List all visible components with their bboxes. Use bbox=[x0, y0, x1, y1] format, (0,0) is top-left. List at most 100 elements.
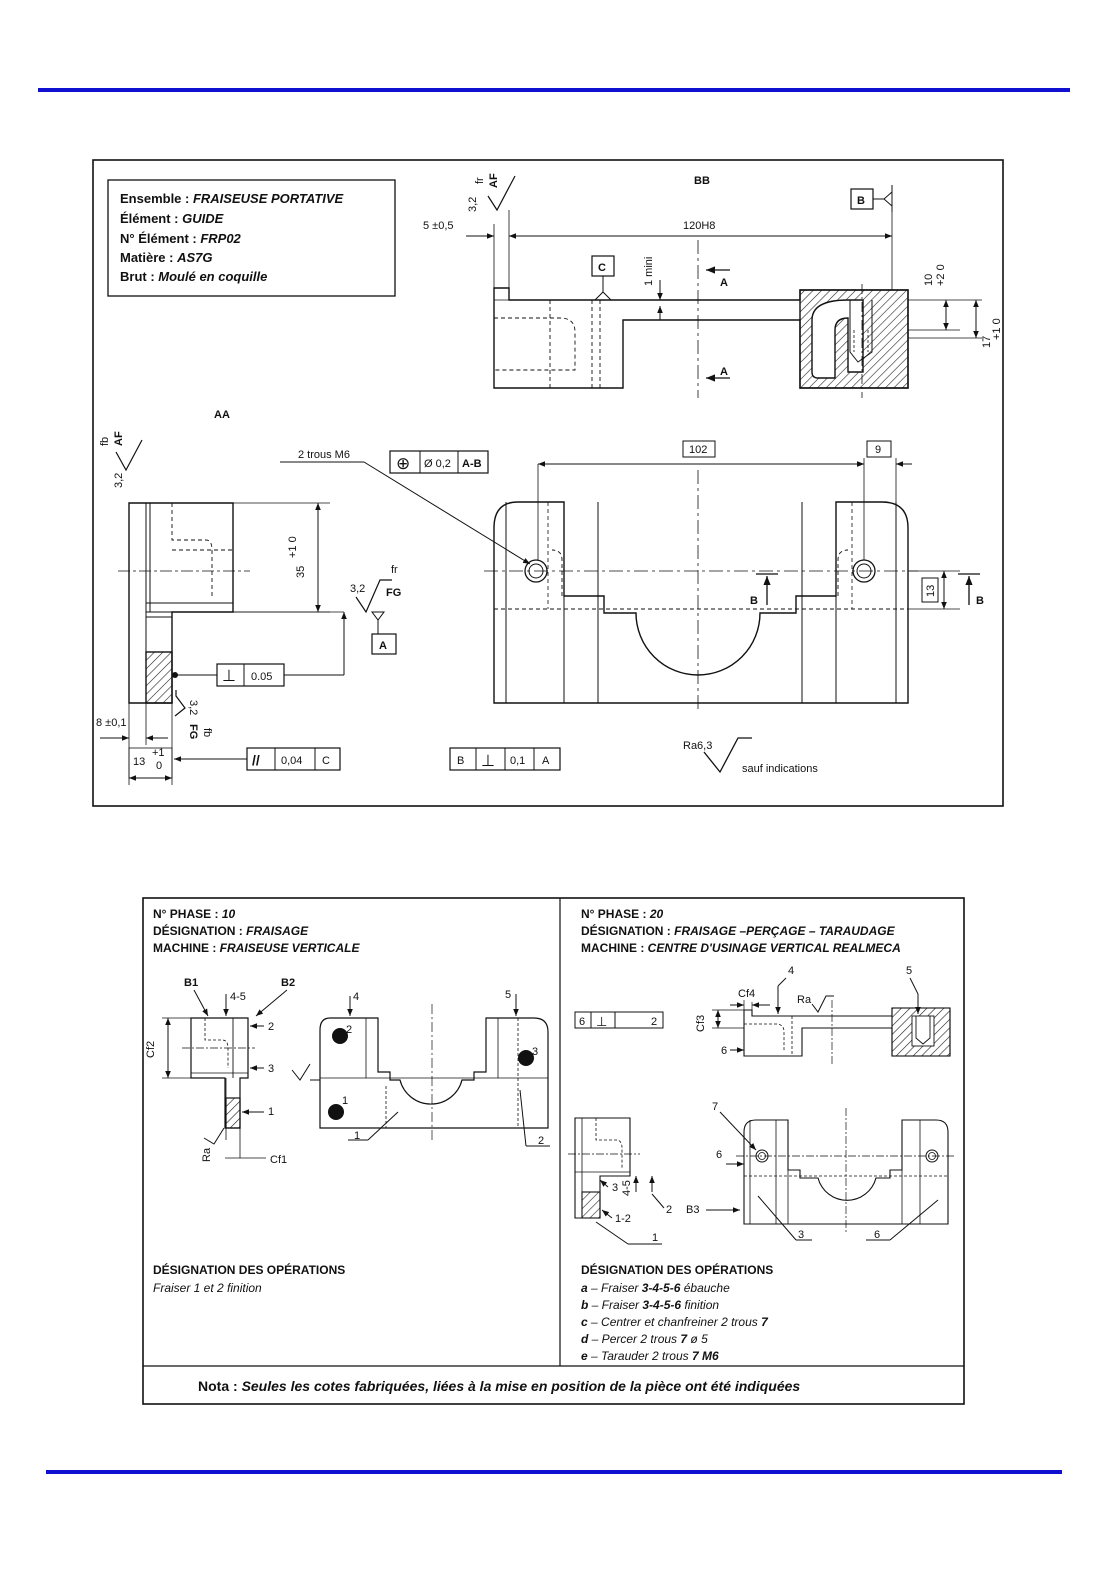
dim-1-mini: 1 mini bbox=[643, 257, 663, 320]
numero-value: FRP02 bbox=[200, 231, 241, 246]
datum-a: A bbox=[371, 611, 397, 655]
svg-text:d – Percer 2 trous 7 ø 5: d – Percer 2 trous 7 ø 5 bbox=[581, 1332, 708, 1346]
svg-text:1: 1 bbox=[652, 1232, 658, 1244]
bottom-blue-rule bbox=[46, 1470, 1062, 1474]
svg-text:4: 4 bbox=[788, 965, 794, 977]
dim-35: 35 +1 0 bbox=[233, 502, 330, 613]
view-aa-part bbox=[128, 502, 234, 704]
svg-text:4-5: 4-5 bbox=[621, 1180, 633, 1196]
title-block: Ensemble : FRAISEUSE PORTATIVE Élément :… bbox=[107, 179, 396, 297]
svg-text:6: 6 bbox=[716, 1149, 722, 1161]
view-bb-part bbox=[493, 287, 909, 389]
numero-label: N° Élément : bbox=[120, 231, 200, 246]
svg-text:B: B bbox=[750, 595, 758, 607]
matiere-value: AS7G bbox=[176, 250, 212, 265]
svg-text:9: 9 bbox=[875, 444, 881, 456]
svg-text:+1: +1 bbox=[152, 747, 165, 759]
svg-text:N° PHASE : 10: N° PHASE : 10 bbox=[153, 907, 235, 921]
dim-5: 5 ±0,5 bbox=[423, 210, 510, 288]
svg-text:Cf3: Cf3 bbox=[695, 1015, 707, 1032]
section-arrow-a-bottom: A bbox=[706, 366, 730, 382]
svg-text:Brut : Moulé en coquille: Brut : Moulé en coquille bbox=[120, 269, 267, 284]
svg-text:+2 0: +2 0 bbox=[935, 264, 947, 286]
svg-text:Matière : AS7G: Matière : AS7G bbox=[120, 250, 212, 265]
svg-text:3,2: 3,2 bbox=[187, 700, 199, 715]
svg-text:B1: B1 bbox=[184, 977, 198, 989]
svg-text:DÉSIGNATION : FRAISAGE –PERÇAG: DÉSIGNATION : FRAISAGE –PERÇAGE – TARAUD… bbox=[581, 923, 896, 938]
svg-text:Ø 0,2: Ø 0,2 bbox=[424, 458, 451, 470]
svg-text:N° Élément : FRP02: N° Élément : FRP02 bbox=[120, 231, 242, 246]
view-bb-label: BB bbox=[694, 175, 710, 187]
svg-text:⊕: ⊕ bbox=[396, 454, 410, 473]
view-aa-label: AA bbox=[214, 409, 230, 421]
phase-20-operations: DÉSIGNATION DES OPÉRATIONS a – Fraiser 3… bbox=[581, 1262, 773, 1363]
svg-text:5: 5 bbox=[906, 965, 912, 977]
svg-text:13: 13 bbox=[133, 756, 145, 768]
svg-text:2: 2 bbox=[268, 1021, 274, 1033]
svg-text:Ra: Ra bbox=[201, 1147, 213, 1162]
dim-120h8: 120H8 bbox=[509, 212, 893, 290]
svg-text:a – Fraiser 3-4-5-6 ébauche: a – Fraiser 3-4-5-6 ébauche bbox=[581, 1281, 730, 1295]
tolerance-parallelism: // 0,04 C bbox=[174, 747, 341, 771]
svg-text:⊥: ⊥ bbox=[596, 1014, 607, 1029]
svg-text:102: 102 bbox=[689, 444, 707, 456]
svg-text:0,04: 0,04 bbox=[281, 755, 302, 767]
svg-text:MACHINE : FRAISEUSE VERTICALE: MACHINE : FRAISEUSE VERTICALE bbox=[153, 941, 360, 955]
svg-text:120H8: 120H8 bbox=[683, 220, 715, 232]
svg-text:2: 2 bbox=[346, 1024, 352, 1036]
svg-text:0.05: 0.05 bbox=[251, 671, 272, 683]
phase-20-side-labels: 3 4-5 2 B3 1-2 1 bbox=[595, 1176, 740, 1245]
roughness-symbol-r4: 3,2 fb FG bbox=[174, 690, 213, 739]
svg-text:1: 1 bbox=[342, 1095, 348, 1107]
svg-text:⊥: ⊥ bbox=[481, 753, 495, 770]
phase-10-front-view bbox=[319, 1017, 549, 1129]
matiere-label: Matière : bbox=[120, 250, 177, 265]
svg-text:5: 5 bbox=[505, 989, 511, 1001]
svg-text:sauf indications: sauf indications bbox=[742, 763, 818, 775]
nota-text: Seules les cotes fabriquées, liées à la … bbox=[242, 1378, 801, 1394]
svg-text:Ra6,3: Ra6,3 bbox=[683, 740, 712, 752]
support-point-1-icon bbox=[328, 1104, 344, 1120]
svg-text:DÉSIGNATION DES OPÉRATIONS: DÉSIGNATION DES OPÉRATIONS bbox=[581, 1262, 773, 1277]
svg-text:5 ±0,5: 5 ±0,5 bbox=[423, 220, 454, 232]
svg-text:2: 2 bbox=[538, 1135, 544, 1147]
svg-text:Cf1: Cf1 bbox=[270, 1154, 287, 1166]
ensemble-value: FRAISEUSE PORTATIVE bbox=[193, 191, 344, 206]
svg-text:C: C bbox=[322, 755, 330, 767]
svg-text:B2: B2 bbox=[281, 977, 295, 989]
section-arrow-a-top: A bbox=[706, 266, 730, 289]
svg-text:4: 4 bbox=[353, 991, 359, 1003]
svg-text:DÉSIGNATION DES OPÉRATIONS: DÉSIGNATION DES OPÉRATIONS bbox=[153, 1262, 345, 1277]
svg-text:AF: AF bbox=[113, 431, 125, 446]
svg-text:4-5: 4-5 bbox=[230, 991, 246, 1003]
svg-text:17: 17 bbox=[981, 336, 993, 348]
phase-20-side-view bbox=[574, 1117, 631, 1219]
brut-value: Moulé en coquille bbox=[158, 269, 267, 284]
svg-text:⊥: ⊥ bbox=[222, 668, 236, 685]
svg-text:2: 2 bbox=[651, 1016, 657, 1028]
phase-20-top-view bbox=[743, 1007, 951, 1057]
nota-line: Nota : Seules les cotes fabriquées, liée… bbox=[198, 1378, 800, 1394]
drawing-frame bbox=[92, 159, 1004, 807]
svg-text:fr: fr bbox=[474, 177, 486, 184]
svg-text:3,2: 3,2 bbox=[467, 197, 479, 212]
svg-text:+1 0: +1 0 bbox=[991, 318, 1003, 340]
svg-text:Cf2: Cf2 bbox=[145, 1041, 157, 1058]
phase-10-front-labels: 2 3 1 4 5 1 2 bbox=[291, 989, 550, 1147]
tolerance-perpendicularity-005: ⊥ 0.05 bbox=[172, 611, 347, 687]
svg-text:Élément : GUIDE: Élément : GUIDE bbox=[120, 211, 224, 226]
svg-text:b – Fraiser 3-4-5-6 finition: b – Fraiser 3-4-5-6 finition bbox=[581, 1298, 719, 1312]
svg-text:1: 1 bbox=[354, 1130, 360, 1142]
section-arrow-b-right: B bbox=[958, 573, 984, 607]
svg-text:FG: FG bbox=[386, 587, 401, 599]
svg-text:A: A bbox=[720, 366, 728, 378]
svg-text:3,2: 3,2 bbox=[350, 583, 365, 595]
svg-text:8 ±0,1: 8 ±0,1 bbox=[96, 717, 127, 729]
phase-10-side-labels: B1 B2 4-5 Cf2 2 3 1 Ra Cf1 bbox=[145, 977, 295, 1166]
phase-10-header: N° PHASE : 10 DÉSIGNATION : FRAISAGE MAC… bbox=[153, 907, 360, 955]
phase-20-top-labels: Cf4 4 Ra 5 Cf3 6 bbox=[695, 965, 921, 1057]
svg-text:B3: B3 bbox=[686, 1204, 699, 1216]
dim-9: 9 bbox=[846, 440, 912, 502]
phase-20-tolerance: 6 ⊥ 2 bbox=[574, 1011, 664, 1029]
